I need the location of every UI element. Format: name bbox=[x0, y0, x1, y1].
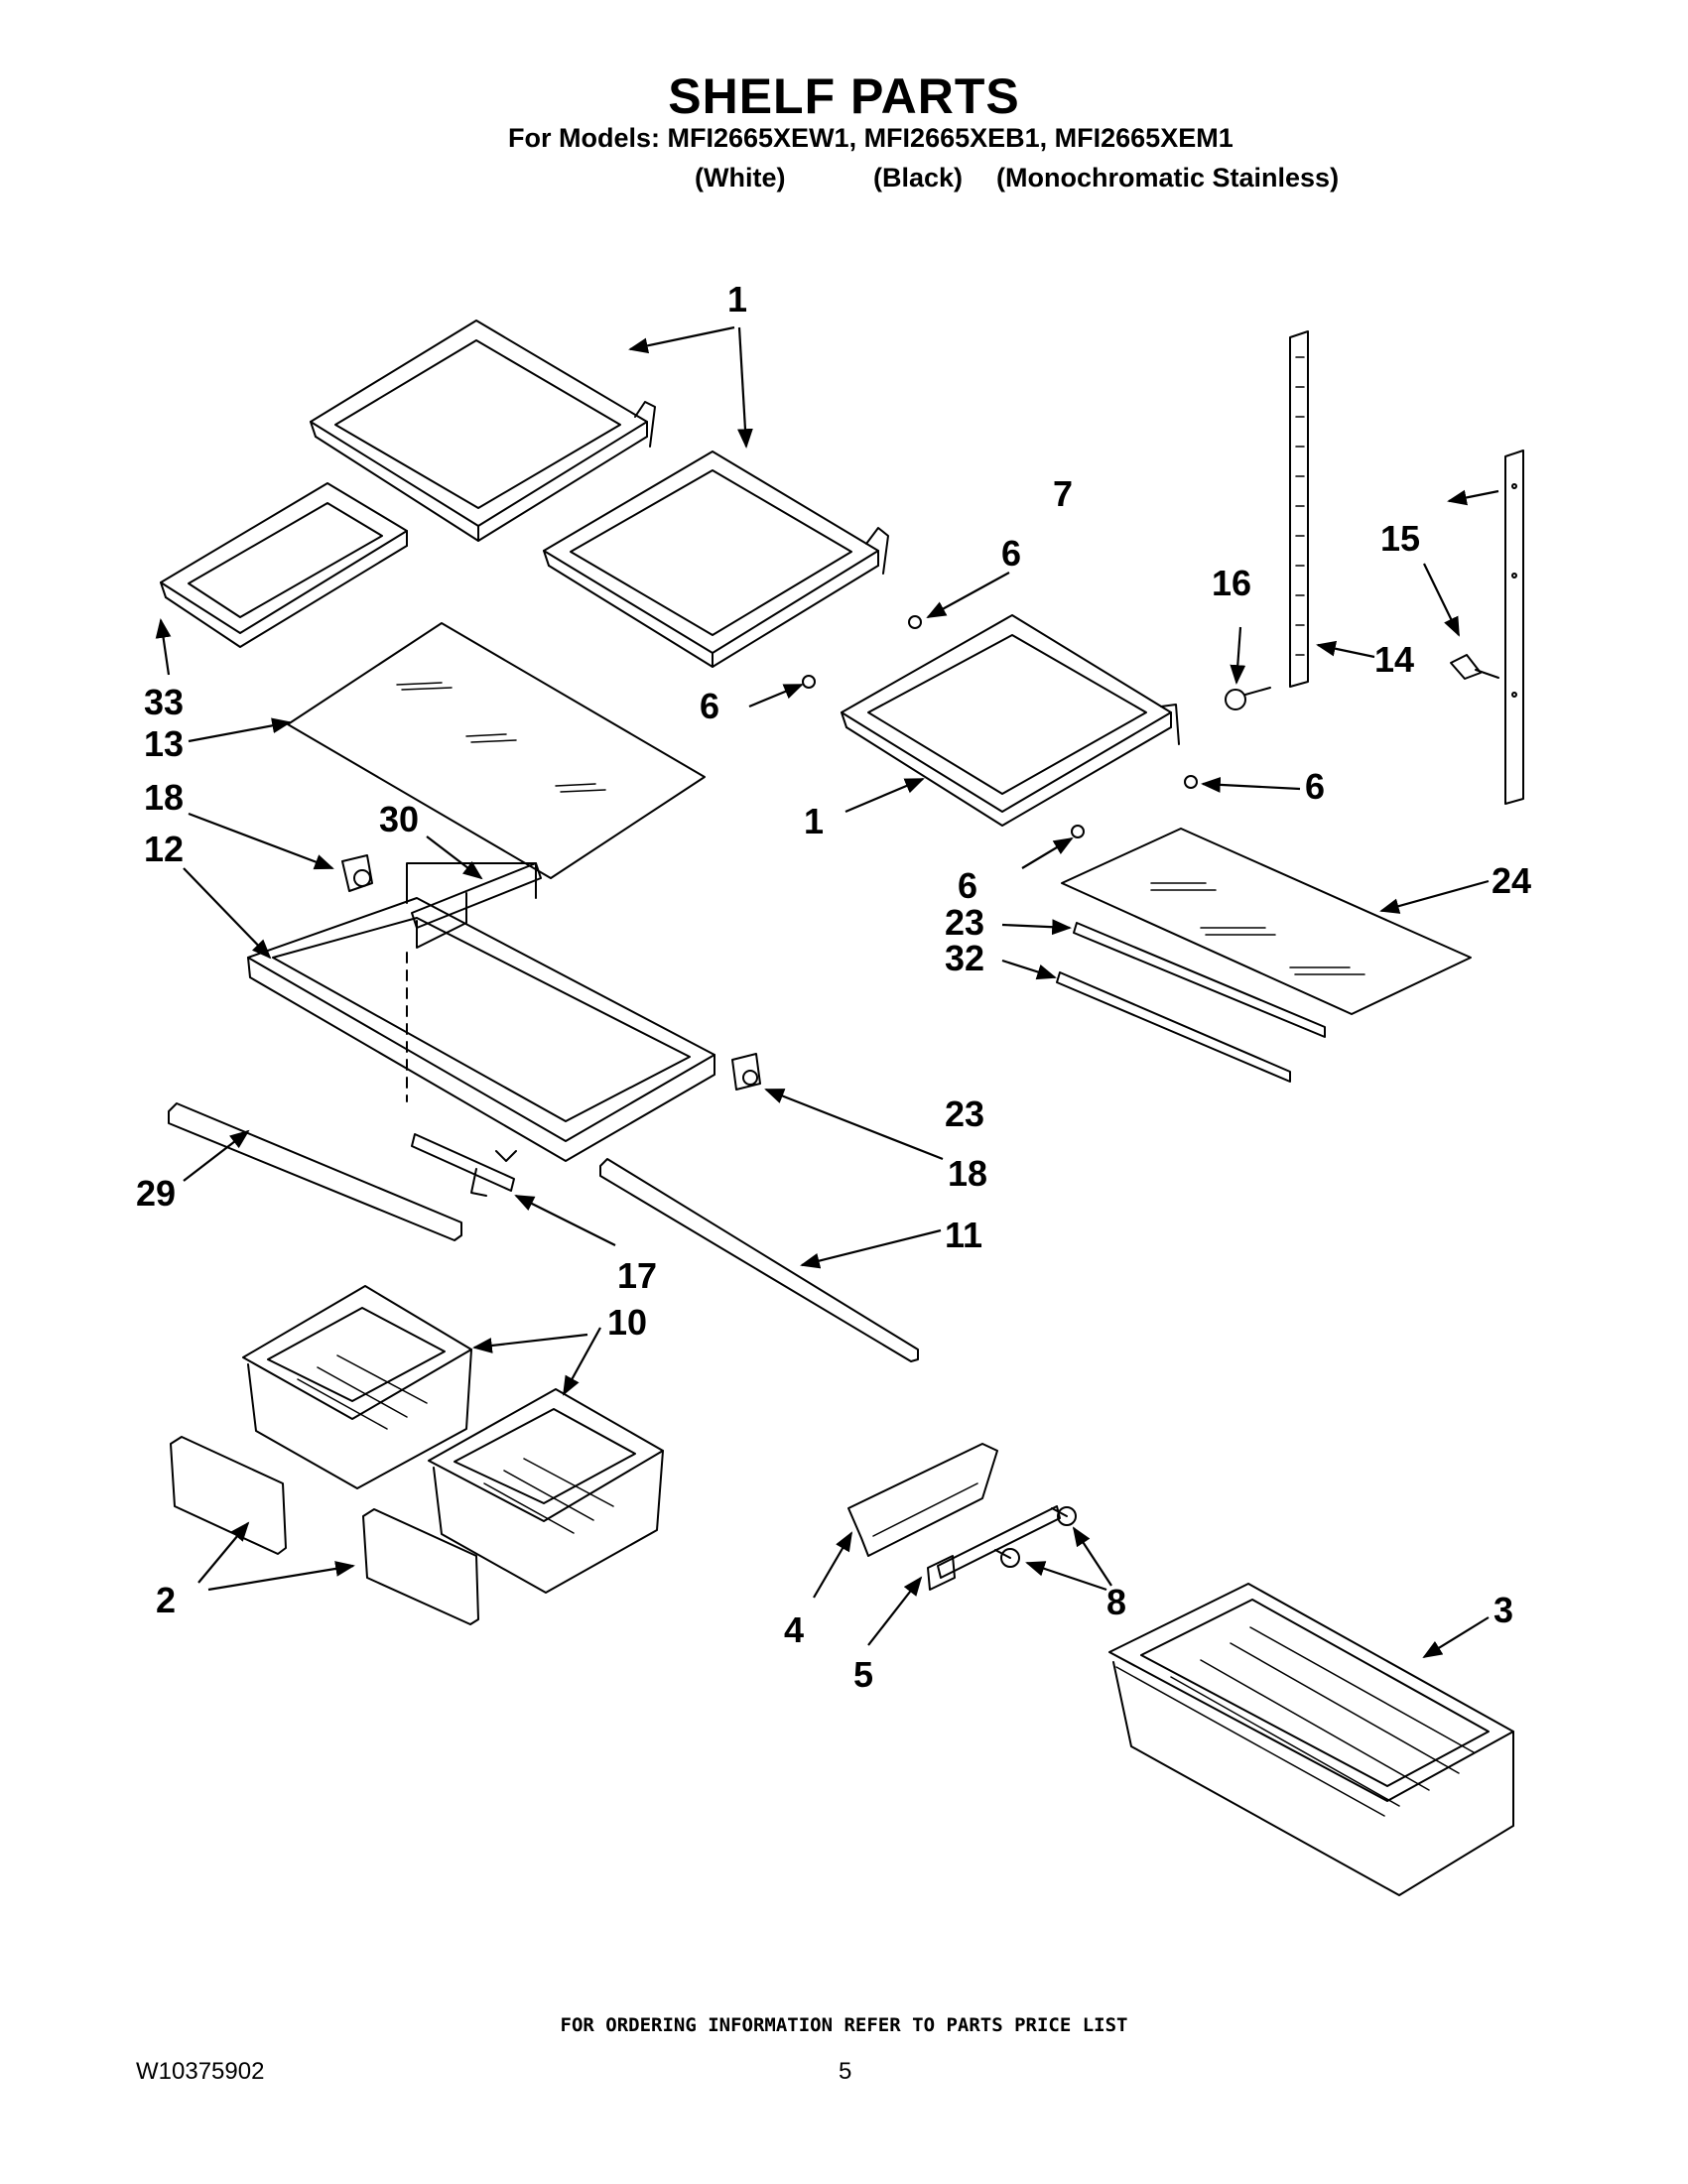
callout-18-a: 18 bbox=[144, 777, 184, 818]
callout-15: 15 bbox=[1380, 518, 1420, 559]
shelf-middle bbox=[543, 450, 889, 668]
rail-14 bbox=[1289, 330, 1309, 688]
callout-1-top: 1 bbox=[727, 279, 747, 320]
models-line: For Models: MFI2665XEW1, MFI2665XEB1, MF… bbox=[508, 123, 1234, 153]
page-number: 5 bbox=[839, 2058, 852, 2085]
pan-drawer bbox=[1108, 1583, 1514, 1896]
document-number: W10375902 bbox=[136, 2058, 265, 2085]
callout-10: 10 bbox=[607, 1302, 647, 1343]
callout-1-mid: 1 bbox=[804, 801, 824, 841]
rail-7 bbox=[1504, 450, 1524, 805]
screw-6-c bbox=[1184, 775, 1198, 789]
callout-5: 5 bbox=[853, 1654, 873, 1695]
shelf-frame bbox=[247, 862, 715, 1162]
drawer-front-right bbox=[362, 1508, 479, 1625]
shelf-small bbox=[841, 614, 1180, 827]
screw-6-a bbox=[908, 615, 922, 629]
ordering-note: FOR ORDERING INFORMATION REFER TO PARTS … bbox=[560, 2014, 1128, 2036]
screw-8-b bbox=[994, 1548, 1020, 1568]
screw-8-a bbox=[1051, 1506, 1077, 1526]
page-title: SHELF PARTS bbox=[668, 68, 1020, 124]
crisper-drawer-left bbox=[242, 1285, 472, 1489]
clip-right bbox=[731, 1053, 761, 1091]
callout-6-d: 6 bbox=[958, 865, 977, 906]
callout-16: 16 bbox=[1212, 563, 1251, 603]
callout-13: 13 bbox=[144, 723, 184, 764]
glass-shelf-left bbox=[287, 622, 706, 879]
drawer-front-left bbox=[170, 1436, 287, 1555]
finish-monochromatic: (Monochromatic Stainless) bbox=[996, 163, 1340, 193]
callout-4: 4 bbox=[784, 1609, 804, 1650]
callout-33: 33 bbox=[144, 682, 184, 722]
shelf-narrow bbox=[160, 482, 408, 648]
finish-black: (Black) bbox=[873, 163, 964, 193]
callout-3: 3 bbox=[1493, 1590, 1513, 1630]
callout-32: 32 bbox=[945, 938, 984, 978]
callout-8: 8 bbox=[1106, 1582, 1126, 1622]
callout-6-b: 6 bbox=[700, 686, 719, 726]
callout-6-c: 6 bbox=[1305, 766, 1325, 807]
callout-12: 12 bbox=[144, 829, 184, 869]
trim-strip-11 bbox=[599, 1158, 919, 1362]
trim-strip-32 bbox=[1056, 971, 1291, 1083]
callout-6-a: 6 bbox=[1001, 533, 1021, 574]
trim-strip-23 bbox=[1073, 922, 1326, 1038]
rail-part-5 bbox=[927, 1505, 1061, 1591]
screw-6-b bbox=[802, 675, 816, 689]
screw-15 bbox=[1450, 654, 1499, 680]
shelf-top bbox=[310, 320, 656, 542]
callout-2: 2 bbox=[156, 1580, 176, 1620]
screw-6-d bbox=[1071, 825, 1085, 838]
callout-17: 17 bbox=[617, 1255, 657, 1296]
crisper-drawer-right bbox=[428, 1388, 664, 1594]
clip-left bbox=[341, 854, 373, 892]
glass-shelf-right bbox=[1061, 828, 1472, 1015]
callout-29: 29 bbox=[136, 1173, 176, 1214]
callout-23-a: 23 bbox=[945, 902, 984, 943]
bracket-17 bbox=[411, 1133, 515, 1197]
callout-23-b: 23 bbox=[945, 1093, 984, 1134]
callout-14: 14 bbox=[1374, 639, 1414, 680]
finish-white: (White) bbox=[695, 163, 786, 193]
callout-18-b: 18 bbox=[948, 1153, 987, 1194]
callout-7: 7 bbox=[1053, 473, 1073, 514]
screw-16 bbox=[1225, 687, 1271, 710]
callout-11: 11 bbox=[945, 1215, 982, 1255]
slide-rail bbox=[411, 862, 542, 929]
callout-24: 24 bbox=[1492, 860, 1531, 901]
callout-30: 30 bbox=[379, 799, 419, 839]
divider-part-4 bbox=[847, 1443, 998, 1557]
trim-strip-29 bbox=[168, 1102, 462, 1241]
